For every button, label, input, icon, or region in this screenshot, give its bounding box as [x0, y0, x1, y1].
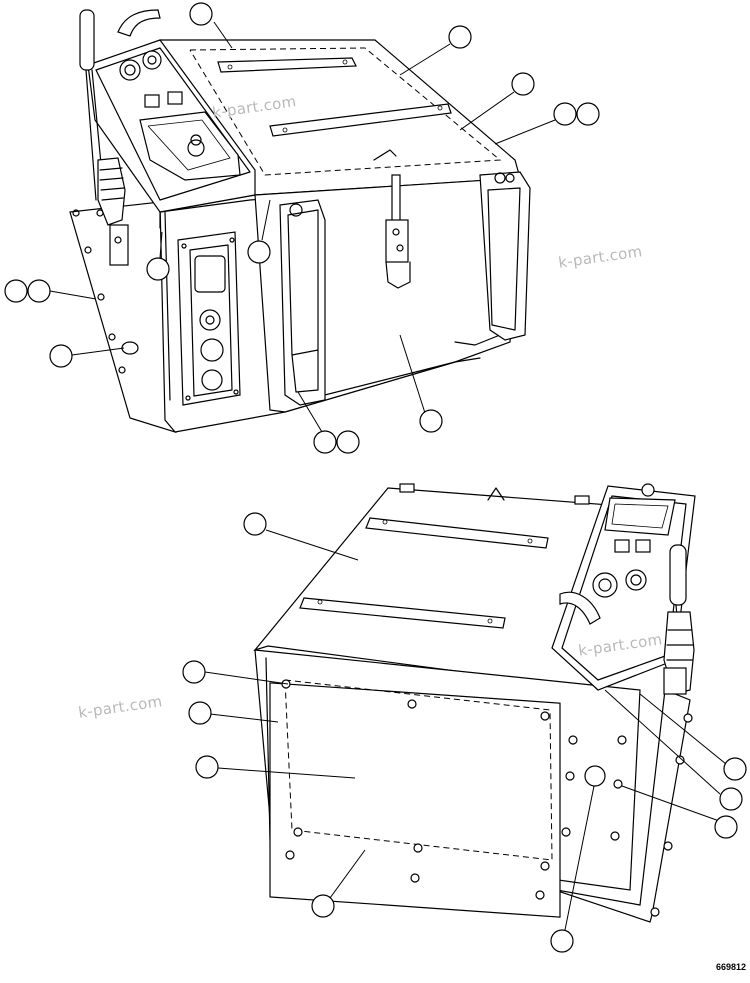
bottom-panel-knob-1 — [592, 572, 618, 598]
callout-bubble — [247, 240, 271, 264]
callout-bubble — [49, 344, 73, 368]
callout-bubble — [419, 409, 443, 433]
callout-bubble — [714, 815, 738, 839]
bottom-panel-pushbutton — [641, 483, 655, 497]
callout-bubble — [189, 2, 213, 26]
callout-bubble — [313, 430, 337, 454]
top-connector-plate — [177, 231, 241, 406]
top-panel-switch-2 — [167, 91, 183, 105]
callout-bubbles — [4, 2, 747, 953]
callout-bubble — [188, 701, 212, 725]
callout-bubble — [723, 757, 747, 781]
top-bracket-bolt — [289, 203, 303, 217]
callout-bubble — [27, 279, 51, 303]
callout-bubble — [553, 102, 577, 126]
bottom-assembly-view — [253, 483, 696, 923]
bottom-panel-handle — [559, 591, 601, 625]
top-panel-switch-1 — [144, 94, 160, 108]
top-panel-pushbutton — [187, 139, 205, 157]
bottom-panel-knob-2 — [625, 569, 647, 591]
callout-bubble — [243, 512, 267, 536]
top-lid-dashed-outline — [189, 47, 502, 176]
top-base-plate-bolts — [72, 209, 126, 374]
callout-bubble — [4, 279, 28, 303]
bottom-access-panel — [269, 682, 561, 918]
top-lid-strap-2 — [269, 103, 452, 137]
bottom-lid-strap-1 — [365, 517, 549, 549]
bottom-joystick — [663, 544, 695, 695]
bottom-panel-window — [604, 497, 676, 536]
callout-bubble — [182, 660, 206, 684]
bottom-side-bolts — [561, 735, 627, 841]
top-left-channel-bracket — [279, 199, 326, 406]
callout-bubble — [576, 102, 600, 126]
top-base-plate — [69, 201, 177, 434]
drawing-code: 669812 — [715, 962, 746, 972]
callout-bubble — [195, 755, 219, 779]
callout-bubble — [311, 894, 335, 918]
top-right-channel-bracket — [479, 171, 531, 341]
callout-bubble — [146, 257, 170, 281]
top-panel-knob-2 — [142, 50, 162, 70]
callout-bubble — [550, 929, 574, 953]
bottom-panel-switch-2 — [635, 539, 651, 553]
callout-bubble — [448, 25, 472, 49]
top-panel-knob-1 — [119, 59, 141, 81]
top-assembly-view — [69, 9, 531, 434]
callout-bubble — [511, 72, 535, 96]
bottom-plate-bolts — [285, 713, 693, 917]
callout-bubble — [719, 787, 743, 811]
bottom-grommet — [584, 765, 606, 787]
top-panel-handle — [117, 9, 161, 37]
top-box-latch — [373, 149, 411, 289]
callout-bubble — [336, 430, 360, 454]
top-joystick — [79, 9, 129, 266]
top-lid-strap-1 — [217, 57, 357, 73]
bottom-lid-strap-2 — [299, 597, 506, 629]
bottom-panel-switch-1 — [614, 539, 630, 553]
